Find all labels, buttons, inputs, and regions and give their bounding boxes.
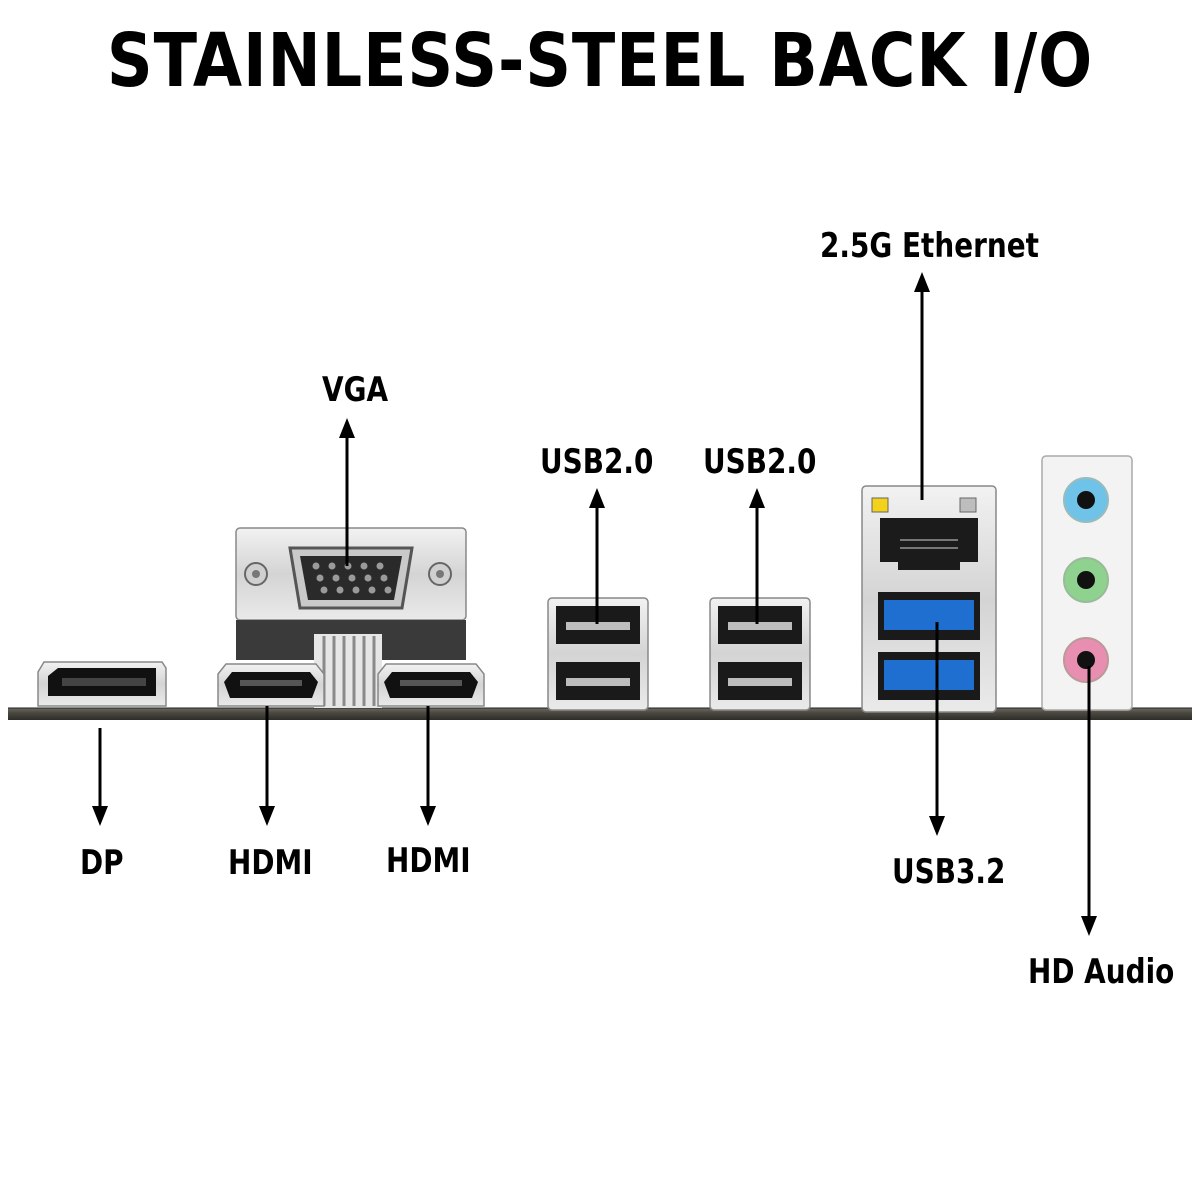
audio-jack-stack [1041,455,1133,711]
arrowhead-usb20-2 [749,488,765,508]
label-ethernet: 2.5G Ethernet [820,226,1039,266]
usb20-stack-1 [547,597,649,711]
vga-connector [235,527,467,708]
arrowhead-hdmi-1 [259,806,275,826]
label-hd-audio: HD Audio [1028,952,1175,992]
arrowhead-usb20-1 [589,488,605,508]
arrowhead-hdmi-2 [420,806,436,826]
arrowhead-vga [339,418,355,438]
ethernet-usb32-stack [861,485,997,713]
arrowhead-hd-audio [1081,916,1097,936]
callout-arrows [92,272,1097,936]
label-usb20-1: USB2.0 [540,442,654,482]
displayport-connector [37,661,167,707]
arrowhead-usb32 [929,816,945,836]
arrowhead-dp [92,806,108,826]
hdmi-connector-2 [377,663,485,707]
label-usb32: USB3.2 [892,852,1006,892]
label-hdmi-2: HDMI [386,841,471,881]
arrowhead-ethernet [914,272,930,292]
label-hdmi-1: HDMI [228,843,313,883]
usb20-stack-2 [709,597,811,711]
hdmi-connector-1 [217,663,325,707]
label-usb20-2: USB2.0 [703,442,817,482]
label-vga: VGA [322,370,389,410]
page-title: STAINLESS-STEEL BACK I/O [106,18,1094,104]
label-dp: DP [80,843,124,883]
